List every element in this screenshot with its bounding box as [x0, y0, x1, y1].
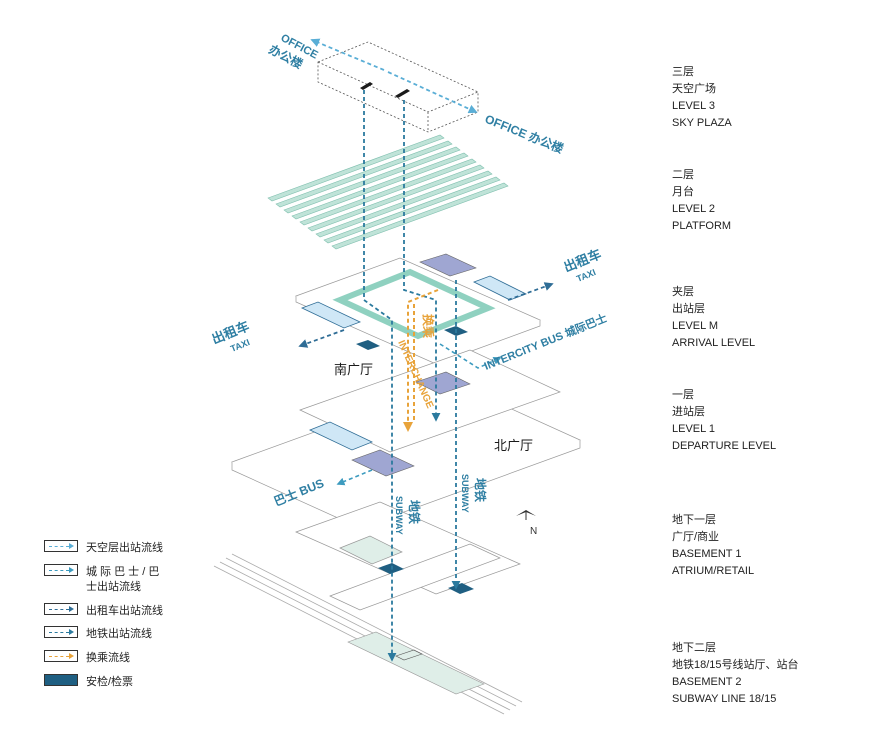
legend-swatch-taxi	[44, 603, 78, 615]
intercity-flows	[336, 343, 502, 486]
level1-panels	[309, 371, 471, 477]
level2-platform	[267, 134, 509, 250]
legend-swatch-sky	[44, 540, 78, 552]
north-arrow-icon	[516, 510, 536, 520]
label-office-r: OFFICE 办公楼	[483, 111, 566, 156]
levelM-slab	[295, 257, 541, 365]
legend-swatch-transfer	[44, 650, 78, 662]
label-subway2-en: SUBWAY	[460, 474, 470, 513]
label-north-hall: 北广厅	[494, 439, 533, 454]
label-subway1-cn: 地铁	[407, 500, 422, 524]
sky-exit-flows	[310, 38, 478, 114]
level3-escalators	[360, 82, 410, 98]
label-south-hall: 南广厅	[334, 362, 373, 378]
subway-flows	[363, 90, 461, 662]
level3-box	[317, 41, 479, 133]
label-north: N	[530, 526, 537, 537]
transfer-flows	[403, 289, 439, 432]
label-taxi-r-cn: 出租车	[562, 246, 604, 275]
label-subway2-cn: 地铁	[473, 478, 488, 502]
legend-swatch-subway	[44, 626, 78, 638]
legend-swatch-security	[44, 674, 78, 686]
level1-slab	[231, 349, 581, 529]
basement2-platform	[347, 631, 485, 695]
levelM-panels	[300, 253, 527, 350]
basement1-slab	[295, 501, 521, 611]
label-transfer-cn: 换乘	[421, 314, 436, 338]
taxi-flows	[298, 282, 554, 348]
label-subway1-en: SUBWAY	[394, 496, 404, 535]
legend-swatch-intercity	[44, 564, 78, 576]
